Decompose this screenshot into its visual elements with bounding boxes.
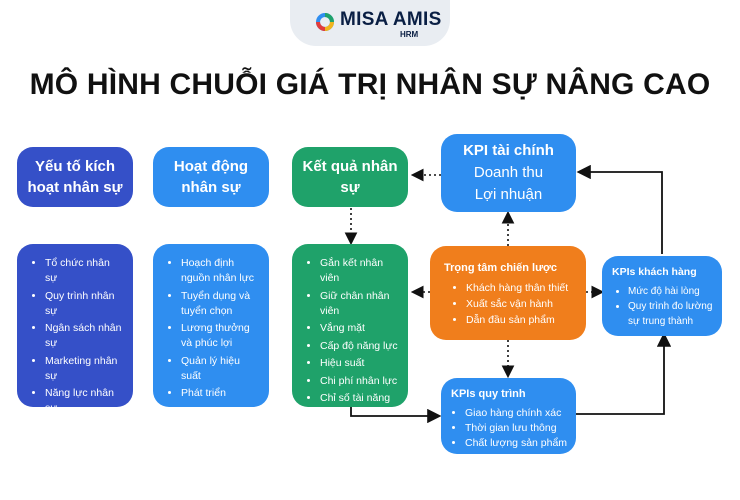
brand-sub: HRM (400, 30, 419, 39)
kpi-customer-item: Quy trình đo lường sự trung thành (628, 299, 714, 329)
kpi-process-item: Chất lượng sản phẩm (465, 436, 568, 451)
kpi-process-item: Giao hàng chính xác (465, 406, 568, 421)
strategy-item: Dẫn đầu sản phẩm (466, 312, 576, 328)
kpi-customer-title: KPIs khách hàng (612, 266, 697, 278)
connector-customer-to-fin (576, 164, 663, 254)
kpi-financial-box: KPI tài chính Doanh thu Lợi nhuận (441, 134, 576, 212)
outcomes-item: Giữ chân nhân viên (320, 289, 398, 319)
activities-item: Tuyển dụng và tuyển chọn (181, 289, 259, 319)
kpi-financial-line: Doanh thu (473, 164, 544, 181)
activities-item: Quản lý hiệu suất (181, 354, 259, 384)
brand-name: MISA AMIS (340, 9, 442, 30)
outcomes-list-box: Gắn kết nhân viên Giữ chân nhân viên Vắn… (292, 244, 408, 407)
page-title: MÔ HÌNH CHUỖI GIÁ TRỊ NHÂN SỰ NÂNG CAO (29, 68, 711, 101)
outcomes-item: Hiệu suất (320, 356, 398, 371)
drivers-item: Ngân sách nhân sự (45, 321, 123, 351)
kpi-process-item: Thời gian lưu thông (465, 421, 568, 436)
kpi-financial-title: KPI tài chính (463, 142, 554, 159)
outcomes-item: Gắn kết nhân viên (320, 256, 398, 286)
header-outcomes: Kết quả nhân sự (292, 147, 408, 207)
kpi-financial-line: Lợi nhuận (474, 186, 543, 203)
drivers-item: Quy trình nhân sự (45, 289, 123, 319)
strategy-box: Trọng tâm chiến lược Khách hàng thân thi… (430, 246, 586, 340)
drivers-list-box: Tổ chức nhân sự Quy trình nhân sự Ngân s… (17, 244, 133, 447)
connector-process-to-customer (576, 332, 672, 415)
drivers-item: Tổ chức nhân sự (45, 256, 123, 286)
kpi-process-title: KPIs quy trình (451, 388, 526, 400)
strategy-title: Trọng tâm chiến lược (444, 262, 557, 274)
kpi-customer-box: KPIs khách hàng Mức độ hài lòng Quy trìn… (602, 256, 722, 336)
activities-list-box: Hoạch định nguồn nhân lực Tuyển dụng và … (153, 244, 269, 407)
outcomes-item: Vắng mặt (320, 321, 398, 336)
drivers-item: Marketing nhân sự (45, 354, 123, 384)
connector-outcomes-to-process (350, 407, 442, 424)
drivers-item: Năng lực nhân sự (45, 386, 123, 416)
activities-item: Lương thưởng và phúc lợi (181, 321, 259, 351)
kpi-process-box: KPIs quy trình Giao hàng chính xác Thời … (441, 378, 576, 454)
misa-logo-icon (316, 13, 334, 31)
activities-item: Hoạch định nguồn nhân lực (181, 256, 259, 286)
activities-item: Phát triển (181, 386, 259, 401)
header-activities: Hoạt động nhân sự (153, 147, 269, 207)
outcomes-item: Chỉ số tài năng (320, 391, 398, 406)
strategy-item: Xuất sắc vận hành (466, 296, 576, 312)
header-drivers: Yếu tố kích hoạt nhân sự (17, 147, 133, 207)
outcomes-item: Cấp độ năng lực (320, 339, 398, 354)
outcomes-item: Chi phí nhân lực (320, 374, 398, 389)
strategy-item: Khách hàng thân thiết (466, 280, 576, 296)
drivers-item: Công nghệ nhân sự (45, 419, 123, 449)
kpi-customer-item: Mức độ hài lòng (628, 284, 714, 299)
